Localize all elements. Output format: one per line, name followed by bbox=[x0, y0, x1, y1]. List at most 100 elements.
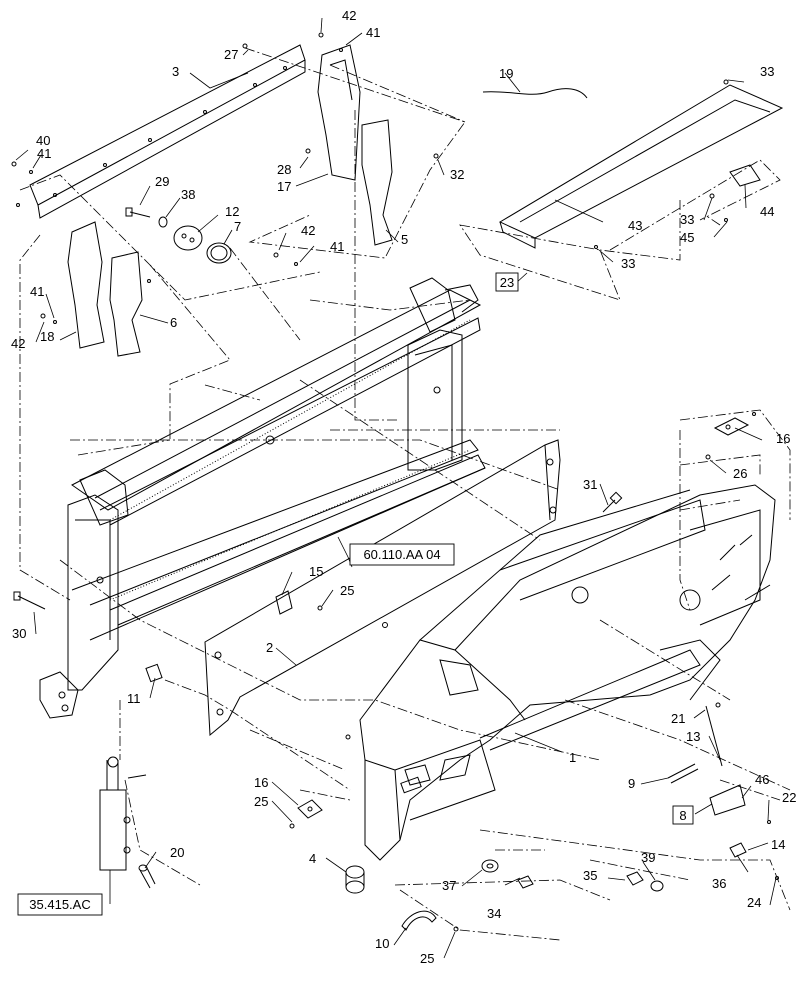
part-9-pin bbox=[667, 763, 699, 784]
ref-23-label: 23 bbox=[500, 275, 514, 290]
callout-41: 41 bbox=[330, 239, 344, 254]
part-29-bolt bbox=[125, 207, 151, 218]
callout-42: 42 bbox=[301, 223, 315, 238]
callout-42: 42 bbox=[11, 336, 25, 351]
callout-42: 42 bbox=[342, 8, 356, 23]
part-35-nut bbox=[626, 871, 644, 886]
callout-33: 33 bbox=[621, 256, 635, 271]
callout-35: 35 bbox=[583, 868, 597, 883]
part-19-hose bbox=[482, 88, 588, 99]
callout-25: 25 bbox=[340, 583, 354, 598]
part-46-plate bbox=[709, 784, 746, 816]
callout-34: 34 bbox=[487, 906, 501, 921]
callout-5: 5 bbox=[401, 232, 408, 247]
callout-1: 1 bbox=[569, 750, 576, 765]
callout-18: 18 bbox=[40, 329, 54, 344]
callout-15: 15 bbox=[309, 564, 323, 579]
part-2-plate bbox=[204, 439, 561, 737]
part-34-nut bbox=[517, 875, 534, 889]
callout-19: 19 bbox=[499, 66, 513, 81]
ref-box-35-415[interactable]: 35.415.AC bbox=[17, 893, 103, 916]
part-43-cover bbox=[498, 84, 784, 249]
ref-box-8[interactable]: 8 bbox=[672, 805, 694, 825]
ref-60-110-label: 60.110.AA 04 bbox=[363, 547, 440, 562]
callout-14: 14 bbox=[771, 837, 785, 852]
callout-10: 10 bbox=[375, 936, 389, 951]
callout-41: 41 bbox=[366, 25, 380, 40]
part-4-bushing bbox=[345, 865, 365, 894]
ref-box-60-110[interactable]: 60.110.AA 04 bbox=[349, 543, 455, 566]
callout-24: 24 bbox=[747, 895, 761, 910]
part-31-bolt bbox=[602, 491, 623, 513]
part-17-bracket bbox=[317, 44, 361, 181]
callout-4: 4 bbox=[309, 851, 316, 866]
callout-30: 30 bbox=[12, 626, 26, 641]
callout-20: 20 bbox=[170, 845, 184, 860]
part-5-plate bbox=[361, 119, 393, 246]
part-1-boom-frame bbox=[359, 484, 776, 861]
callout-12: 12 bbox=[225, 204, 239, 219]
part-13-pin bbox=[705, 705, 723, 767]
ref-8-label: 8 bbox=[679, 808, 686, 823]
assembly-dash-lines bbox=[19, 47, 791, 941]
callout-45: 45 bbox=[680, 230, 694, 245]
callout-7: 7 bbox=[234, 219, 241, 234]
callout-16: 16 bbox=[254, 775, 268, 790]
callout-2: 2 bbox=[266, 640, 273, 655]
callout-40: 40 bbox=[36, 133, 50, 148]
callout-25: 25 bbox=[420, 951, 434, 966]
part-12-cap bbox=[173, 225, 203, 251]
callout-26: 26 bbox=[733, 466, 747, 481]
callout-9: 9 bbox=[628, 776, 635, 791]
callout-28: 28 bbox=[277, 162, 291, 177]
screw-marks bbox=[11, 32, 779, 932]
cylinder-assembly bbox=[99, 756, 147, 871]
callout-22: 22 bbox=[782, 790, 796, 805]
callout-44: 44 bbox=[760, 204, 774, 219]
callout-27: 27 bbox=[224, 47, 238, 62]
part-18-bracket bbox=[67, 221, 105, 349]
part-3-upper-angle bbox=[29, 44, 306, 219]
part-6-plate bbox=[109, 251, 143, 357]
main-frame bbox=[39, 277, 486, 719]
callout-31: 31 bbox=[583, 477, 597, 492]
callout-29: 29 bbox=[155, 174, 169, 189]
callout-33: 33 bbox=[680, 212, 694, 227]
callout-6: 6 bbox=[170, 315, 177, 330]
callout-17: 17 bbox=[277, 179, 291, 194]
callout-39: 39 bbox=[641, 850, 655, 865]
callout-33: 33 bbox=[760, 64, 774, 79]
callout-41: 41 bbox=[30, 284, 44, 299]
part-16-plate-top bbox=[713, 417, 750, 436]
part-11-sleeve bbox=[145, 663, 163, 683]
callout-11: 11 bbox=[127, 691, 141, 706]
part-16-plate-bottom bbox=[297, 799, 323, 819]
callout-43: 43 bbox=[628, 218, 642, 233]
part-37-washer bbox=[481, 859, 499, 873]
part-14-nut bbox=[729, 842, 747, 858]
part-30-bolt bbox=[13, 591, 46, 610]
ref-35-415-label: 35.415.AC bbox=[29, 897, 90, 912]
leader-lines bbox=[15, 17, 777, 959]
part-39-washer bbox=[650, 880, 664, 892]
callout-36: 36 bbox=[712, 876, 726, 891]
callout-32: 32 bbox=[450, 167, 464, 182]
part-10-clamp bbox=[401, 910, 437, 931]
part-38-washer bbox=[158, 216, 168, 228]
ref-box-23[interactable]: 23 bbox=[495, 272, 519, 292]
callout-labels: 42 41 27 3 40 41 28 17 32 29 38 12 7 42 … bbox=[11, 8, 796, 966]
callout-3: 3 bbox=[172, 64, 179, 79]
callout-37: 37 bbox=[442, 878, 456, 893]
part-15-clip bbox=[275, 590, 293, 615]
part-20-pin bbox=[138, 864, 156, 889]
callout-41: 41 bbox=[37, 146, 51, 161]
callout-21: 21 bbox=[671, 711, 685, 726]
callout-46: 46 bbox=[755, 772, 769, 787]
callout-13: 13 bbox=[686, 729, 700, 744]
part-7-ring bbox=[206, 242, 232, 264]
callout-25: 25 bbox=[254, 794, 268, 809]
callout-16: 16 bbox=[776, 431, 790, 446]
part-44-plate bbox=[729, 164, 761, 187]
callout-38: 38 bbox=[181, 187, 195, 202]
